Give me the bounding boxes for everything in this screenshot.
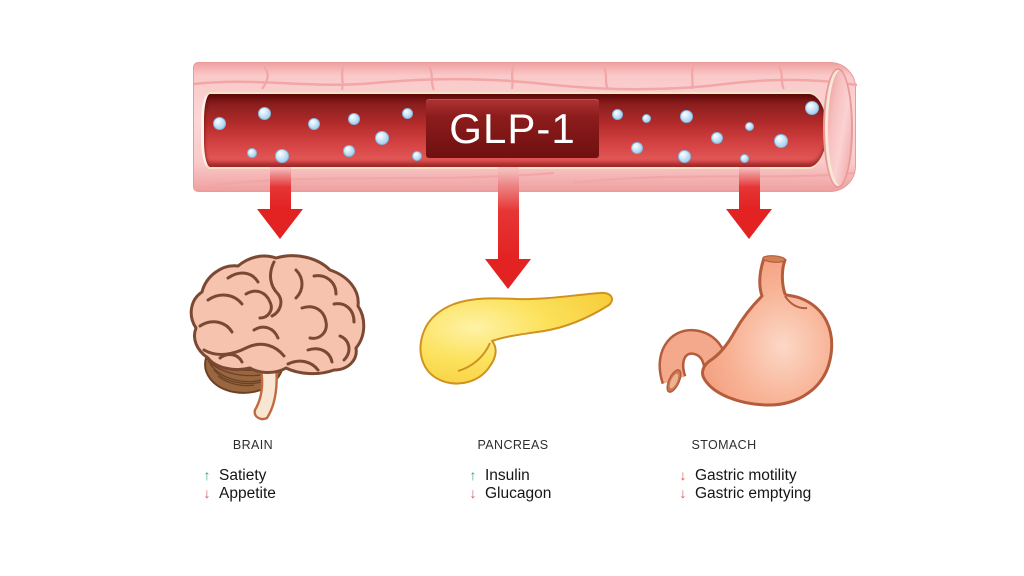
- arrow-shaft: [739, 167, 760, 209]
- arrow-head: [726, 209, 772, 239]
- glp1-molecule-dot: [805, 101, 819, 115]
- arrow-head: [485, 259, 531, 289]
- effect-item: ↓ Gastric emptying: [678, 484, 812, 502]
- glp1-molecule-dot: [677, 149, 691, 163]
- duodenum: [658, 328, 729, 393]
- arrow-shaft: [498, 167, 519, 259]
- glp1-molecule-dot: [247, 148, 257, 158]
- glp1-molecule-dot: [774, 134, 788, 148]
- up-arrow-icon: ↑: [469, 467, 477, 483]
- effect-label: Satiety: [219, 467, 267, 484]
- effect-item: ↓ Appetite: [202, 484, 276, 502]
- effect-item: ↓ Gastric motility: [678, 466, 811, 484]
- up-arrow-icon: ↑: [203, 467, 211, 483]
- down-arrow-icon: ↓: [203, 485, 211, 501]
- pancreas-effects: ↑ Insulin ↓ Glucagon: [468, 466, 552, 502]
- glp1-molecule-dot: [343, 145, 355, 157]
- glp1-molecule-dot: [348, 113, 360, 125]
- effect-item: ↑ Insulin: [468, 466, 551, 484]
- vessel-end-cap: [823, 68, 853, 188]
- down-arrow-icon: ↓: [679, 467, 687, 483]
- glp1-molecule-dot: [744, 121, 754, 131]
- glp1-molecule-dot: [641, 113, 651, 123]
- effect-label: Insulin: [485, 467, 530, 484]
- pancreas-body: [419, 291, 613, 385]
- effect-item: ↑ Satiety: [202, 466, 276, 484]
- arrow-head: [257, 209, 303, 239]
- pancreas-icon: [419, 291, 613, 385]
- glp1-molecule-dot: [611, 108, 623, 120]
- stomach-effects: ↓ Gastric motility ↓ Gastric emptying: [678, 466, 812, 502]
- stomach-label: STOMACH: [691, 438, 757, 452]
- brain-label: BRAIN: [232, 438, 274, 452]
- pancreas-label: PANCREAS: [477, 438, 549, 452]
- effect-label: Appetite: [219, 485, 276, 502]
- down-arrow-icon: ↓: [469, 485, 477, 501]
- glp1-label-box: GLP-1: [426, 99, 599, 158]
- down-arrow-icon: ↓: [679, 485, 687, 501]
- brain-icon: [189, 254, 366, 421]
- glp1-molecule-dot: [401, 107, 413, 119]
- glp1-molecule-dot: [739, 153, 749, 163]
- brainstem: [253, 362, 278, 421]
- glp1-molecule-dot: [375, 131, 389, 145]
- glp1-molecule-dot: [412, 151, 422, 161]
- cerebrum: [189, 254, 366, 376]
- pancreas-crease: [457, 342, 491, 372]
- glp1-molecule-dot: [308, 118, 320, 130]
- effect-label: Glucagon: [485, 485, 552, 502]
- glp1-molecule-dot: [257, 106, 271, 120]
- glp1-molecule-dot: [275, 149, 289, 163]
- effect-label: Gastric motility: [695, 467, 797, 484]
- effect-item: ↓ Glucagon: [468, 484, 552, 502]
- glp1-molecule-dot: [212, 116, 226, 130]
- arrow-shaft: [270, 167, 291, 209]
- stomach-icon: [658, 255, 834, 407]
- glp1-molecule-dot: [631, 142, 643, 154]
- glp1-molecule-dot: [711, 132, 723, 144]
- stomach-crease: [784, 295, 808, 310]
- blood-vessel: GLP-1: [193, 62, 857, 192]
- effect-label: Gastric emptying: [695, 485, 812, 502]
- esophagus-opening: [762, 255, 786, 263]
- brain-effects: ↑ Satiety ↓ Appetite: [202, 466, 276, 502]
- glp1-molecule-dot: [679, 109, 693, 123]
- glp1-label: GLP-1: [449, 104, 576, 152]
- stomach-body: [701, 256, 834, 407]
